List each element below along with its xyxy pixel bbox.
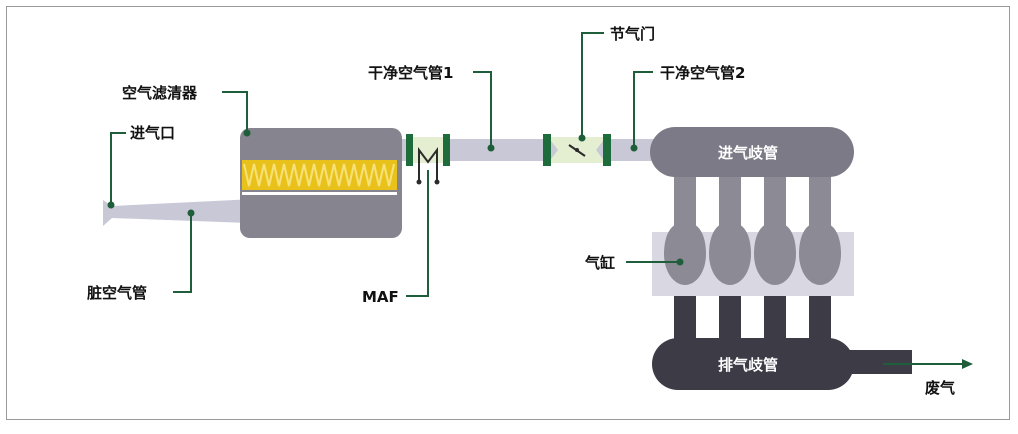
leader-dirty-air-pipe (173, 213, 192, 293)
label-maf: MAF (362, 288, 399, 306)
label-throttle: 节气门 (610, 25, 655, 43)
diagram-frame (6, 6, 1010, 420)
label-exhaust-gas: 废气 (925, 379, 955, 397)
leader-intake-port (110, 132, 126, 205)
label-clean-air-pipe-2: 干净空气管2 (660, 64, 745, 82)
exhaust-manifold (652, 338, 854, 390)
intake-manifold (650, 127, 854, 177)
air-filter-zigzag (243, 163, 395, 187)
label-air-filter: 空气滤清器 (122, 84, 198, 102)
leader-air-filter (222, 91, 248, 133)
label-intake-manifold: 进气歧管 (718, 144, 778, 162)
leader-clean-air-pipe-2 (633, 71, 653, 148)
maf-flange-right (443, 134, 450, 166)
air-filter-base-line (242, 192, 397, 195)
maf-sensor-icon (418, 147, 438, 182)
leader-maf (406, 170, 429, 297)
label-exhaust-manifold: 排气歧管 (718, 356, 778, 374)
label-clean-air-pipe-1: 干净空气管1 (368, 64, 453, 82)
leader-throttle (581, 32, 604, 138)
label-intake-port: 进气口 (130, 124, 175, 142)
throttle-flange-left (543, 134, 551, 166)
label-cylinder: 气缸 (584, 254, 615, 272)
throttle-flange-right (603, 134, 611, 166)
exhaust-arrow-head (962, 359, 973, 369)
label-dirty-air-pipe: 脏空气管 (87, 284, 147, 302)
maf-housing (410, 137, 446, 163)
leader-clean-air-pipe-1 (473, 71, 492, 148)
cylinders (664, 222, 841, 285)
maf-flange-left (406, 134, 413, 166)
